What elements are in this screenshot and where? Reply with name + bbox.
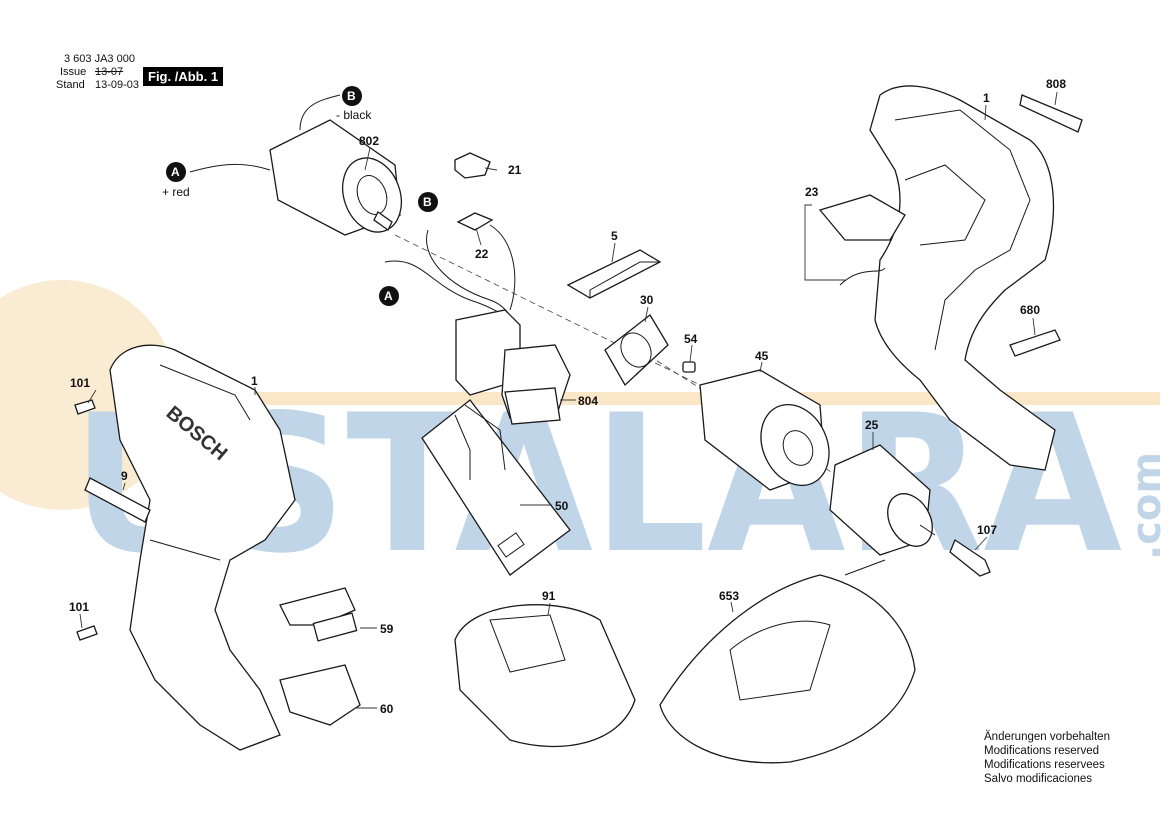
part-59 xyxy=(279,587,358,642)
part-808 xyxy=(1019,94,1083,133)
callout-30: 30 xyxy=(640,293,654,307)
callout-60: 60 xyxy=(380,702,394,716)
note-line: Modifications reserved xyxy=(984,745,1100,757)
callout-107: 107 xyxy=(977,523,997,537)
issue-value: 13-07 xyxy=(95,66,124,78)
callout-1-left: 1 xyxy=(251,374,258,388)
part-60 xyxy=(279,664,361,726)
motor-802 xyxy=(189,94,402,236)
watermark-suffix: .com xyxy=(1124,452,1169,560)
callout-680: 680 xyxy=(1020,303,1040,317)
screw-107 xyxy=(949,539,991,577)
housing-half-right xyxy=(869,85,1056,471)
modification-notes: Änderungen vorbehalten Modifications res… xyxy=(984,730,1110,786)
note-line: Salvo modificaciones xyxy=(984,773,1093,785)
connector-b-top: B - black xyxy=(336,86,372,122)
callout-802: 802 xyxy=(359,134,379,148)
screw-101-bottom xyxy=(76,625,98,641)
callout-5: 5 xyxy=(611,229,618,243)
callout-59: 59 xyxy=(380,622,394,636)
part-5 xyxy=(566,249,662,299)
issue-label: Issue xyxy=(60,66,87,78)
figure-badge: Fig. /Abb. 1 xyxy=(143,67,224,86)
svg-text:B: B xyxy=(347,89,356,103)
ring-30 xyxy=(604,314,669,387)
svg-text:A: A xyxy=(384,289,393,303)
svg-text:A: A xyxy=(171,165,180,179)
callouts: 1 808 802 21 22 23 5 30 54 45 680 804 50… xyxy=(69,77,1066,716)
callout-50: 50 xyxy=(555,499,569,513)
connector-a-note: + red xyxy=(162,185,190,199)
callout-1-top: 1 xyxy=(983,91,990,105)
housing-half-left: BOSCH xyxy=(109,344,296,751)
bit-680 xyxy=(1009,329,1061,357)
doc-number: 3 603 JA3 000 xyxy=(64,53,135,65)
chuck-25 xyxy=(829,444,936,556)
part-22 xyxy=(456,212,494,231)
note-line: Modifications reservees xyxy=(984,759,1105,771)
battery-91 xyxy=(454,604,636,748)
callout-808: 808 xyxy=(1046,77,1066,91)
part-21 xyxy=(454,152,491,179)
callout-23: 23 xyxy=(805,185,819,199)
callout-9: 9 xyxy=(121,469,128,483)
note-line: Änderungen vorbehalten xyxy=(984,731,1110,743)
callout-91: 91 xyxy=(542,589,556,603)
screw-54 xyxy=(682,361,696,373)
callout-21: 21 xyxy=(508,163,522,177)
callout-653: 653 xyxy=(719,589,739,603)
gearbox-45 xyxy=(699,369,830,491)
screw-101-top xyxy=(74,399,96,415)
callout-45: 45 xyxy=(755,349,769,363)
callout-22: 22 xyxy=(475,247,489,261)
watermark-stripe xyxy=(160,392,1160,405)
connector-a-left: A + red xyxy=(162,162,190,199)
callout-54: 54 xyxy=(684,332,698,346)
pcb-50 xyxy=(421,399,571,576)
callout-25: 25 xyxy=(865,418,879,432)
switch-804 xyxy=(455,309,576,425)
svg-text:B: B xyxy=(423,195,432,209)
charger-653 xyxy=(659,559,916,764)
stand-label: Stand xyxy=(56,79,85,91)
callout-101-top: 101 xyxy=(70,376,90,390)
stand-value: 13-09-03 xyxy=(95,79,140,91)
callout-804: 804 xyxy=(578,394,598,408)
callout-leaders xyxy=(79,91,1058,709)
part-23 xyxy=(804,194,906,286)
connector-a-mid: A xyxy=(379,286,399,306)
callout-101-bottom: 101 xyxy=(69,600,89,614)
label-9 xyxy=(84,477,151,523)
connector-b-note: - black xyxy=(336,108,372,122)
connector-b-mid: B xyxy=(418,192,438,212)
